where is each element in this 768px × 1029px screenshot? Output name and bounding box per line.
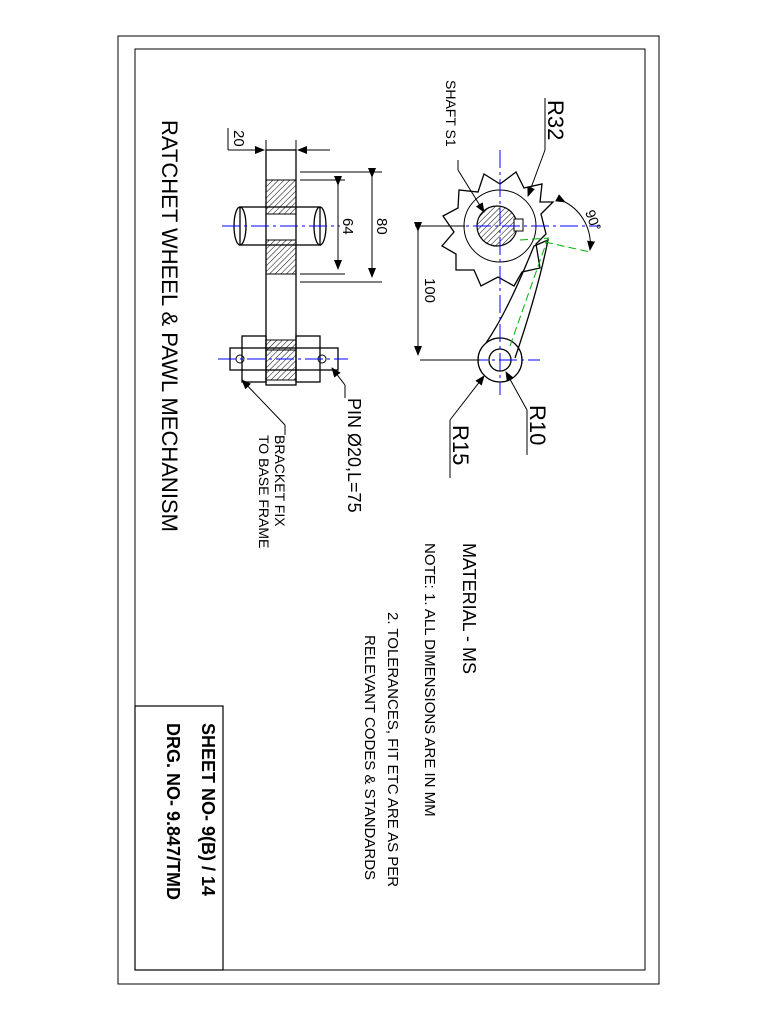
radius-r10: R10 <box>525 405 550 445</box>
bracket-label-1: BRACKET FIX <box>272 435 288 527</box>
ratchet-wheel-view: 90° 100 R32 SHAFT S1 R10 R15 <box>414 80 604 478</box>
shaft-label: SHAFT S1 <box>443 80 459 147</box>
pin-section-hatch <box>265 339 297 381</box>
material-label: MATERIAL - MS <box>459 543 479 674</box>
ratchet-teeth <box>440 171 555 287</box>
side-view: 20 64 80 PIN Ø20,L=75 BRACKET FIX TO BAS… <box>218 128 390 548</box>
radius-r32: R32 <box>543 100 568 140</box>
pin-label: PIN Ø20,L=75 <box>344 398 364 513</box>
note-1: NOTE: 1. ALL DIMENSIONS ARE IN MM <box>421 543 438 817</box>
dim-100: 100 <box>421 278 438 303</box>
drawing-title: RATCHET WHEEL & PAWL MECHANISM <box>157 120 182 532</box>
bracket-label-2: TO BASE FRAME <box>256 435 272 548</box>
wheel-section-hatch-top <box>265 179 297 215</box>
dim-80: 80 <box>373 218 390 235</box>
pawl-arm <box>485 238 549 359</box>
radius-r15: R15 <box>448 425 473 465</box>
angle-label: 90° <box>582 208 604 233</box>
note-3: RELEVANT CODES & STANDARDS <box>361 635 378 880</box>
outer-border <box>117 35 660 985</box>
note-2: 2. TOLERANCES, FIT ETC ARE AS PER <box>384 612 401 887</box>
key <box>513 218 524 232</box>
sheet-number: SHEET NO- 9(B) / 14 <box>198 723 218 896</box>
dim-64: 64 <box>339 218 356 235</box>
title-block: SHEET NO- 9(B) / 14 DRG. NO- 9.847/TMD <box>134 705 224 971</box>
drawing-number: DRG. NO- 9.847/TMD <box>163 723 183 900</box>
inner-border <box>134 48 646 971</box>
dim-20: 20 <box>230 130 247 147</box>
wheel-section-hatch-bottom <box>265 239 297 275</box>
